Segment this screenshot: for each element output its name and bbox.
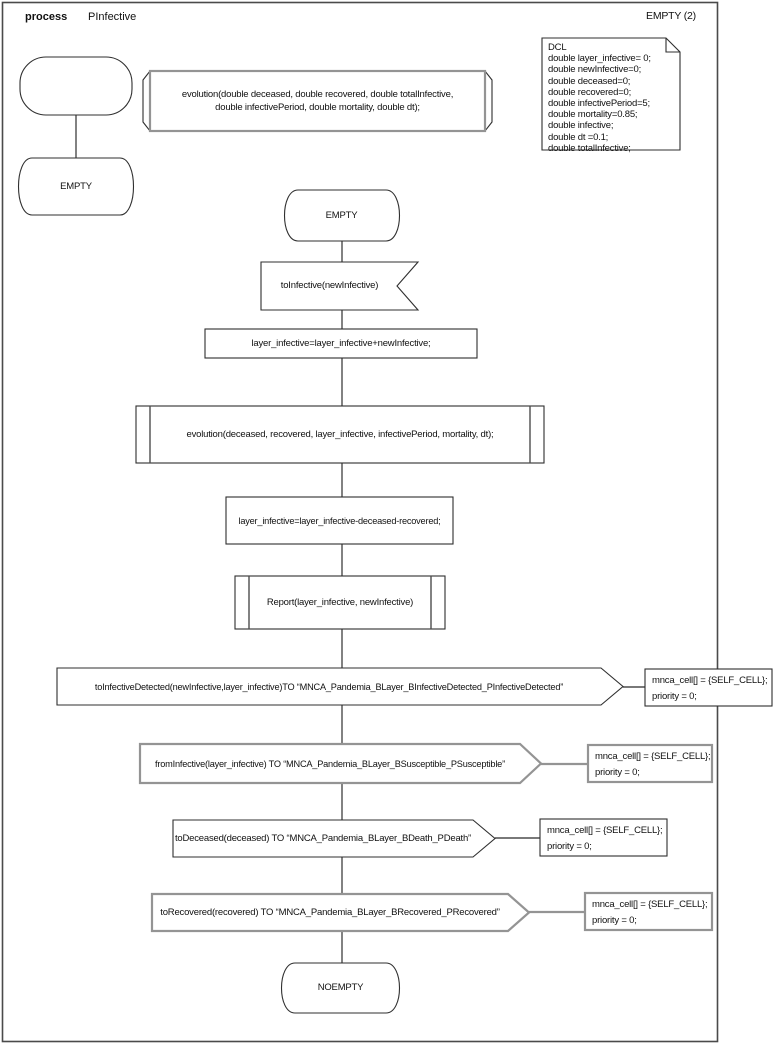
- dcl-line: double mortality=0.85;: [548, 109, 638, 121]
- annotation-1-box[interactable]: [644, 668, 773, 707]
- start-symbol[interactable]: [19, 56, 133, 116]
- state-empty-symbol[interactable]: [283, 189, 401, 242]
- dcl-line: double layer_infective= 0;: [548, 53, 651, 65]
- annotation-line: mnca_cell[] = {SELF_CELL};: [595, 751, 711, 762]
- state-empty-left-label: EMPTY: [60, 180, 92, 192]
- dcl-line: double deceased=0;: [548, 75, 631, 87]
- call-report-label: Report(layer_infective, newInfective): [266, 596, 414, 608]
- output-1-label: toInfectiveDetected(newInfective,layer_i…: [94, 681, 564, 692]
- dcl-box-fold-icon: [665, 38, 680, 53]
- annotation-1-text: mnca_cell[] = {SELF_CELL}; priority = 0;: [652, 673, 768, 704]
- annotation-line: priority = 0;: [592, 914, 637, 926]
- dcl-text: DCL double layer_infective= 0; double ne…: [548, 42, 651, 154]
- page-frame: [1, 1, 719, 1043]
- task1-symbol[interactable]: [204, 328, 478, 359]
- annotation-3-text: mnca_cell[] = {SELF_CELL}; priority = 0;: [547, 823, 663, 854]
- annotation-line: priority = 0;: [547, 840, 592, 852]
- state-noempty-symbol[interactable]: [280, 962, 401, 1014]
- input-toinfective-label: toInfective(newInfective): [280, 280, 379, 291]
- state-empty-label: EMPTY: [325, 209, 358, 221]
- procedure-signature-line2: double infectivePeriod, double mortality…: [215, 102, 420, 113]
- output-3-label: toDeceased(deceased) TO “MNCA_Pandemia_B…: [174, 832, 472, 844]
- call-evolution-label: evolution(deceased, recovered, layer_inf…: [186, 428, 494, 440]
- annotation-2-text: mnca_cell[] = {SELF_CELL}; priority = 0;: [595, 749, 711, 780]
- state-noempty-label: NOEMPTY: [317, 982, 364, 993]
- output-1-symbol[interactable]: [56, 667, 624, 706]
- procedure-signature-inner-rect: [148, 69, 487, 133]
- dcl-line: DCL: [548, 42, 567, 53]
- call-evolution-symbol[interactable]: [135, 405, 545, 464]
- procedure-signature-line1: evolution(double deceased, double recove…: [181, 89, 454, 100]
- annotation-4-box[interactable]: [583, 891, 714, 932]
- dcl-line: double dt =0.1;: [548, 131, 609, 143]
- annotation-line: priority = 0;: [652, 690, 697, 702]
- dcl-line: double totalInfective;: [548, 142, 631, 154]
- state-empty-left-symbol[interactable]: [17, 157, 135, 216]
- annotation-line: mnca_cell[] = {SELF_CELL};: [652, 675, 768, 686]
- task2-label: layer_infective=layer_infective-deceased…: [238, 515, 441, 526]
- process-kind-label: process: [25, 11, 68, 23]
- process-name: PInfective: [88, 11, 137, 23]
- annotation-2-box[interactable]: [586, 743, 714, 784]
- task2-symbol[interactable]: [225, 496, 454, 545]
- annotation-line: priority = 0;: [595, 766, 640, 778]
- annotation-4-text: mnca_cell[] = {SELF_CELL}; priority = 0;: [592, 897, 708, 928]
- output-4-label: toRecovered(recovered) TO “MNCA_Pandemia…: [160, 906, 500, 918]
- input-toinfective-symbol[interactable]: [260, 261, 420, 311]
- dcl-line: double newInfective=0;: [548, 64, 642, 76]
- output-3-symbol[interactable]: [172, 819, 496, 858]
- annotation-line: mnca_cell[] = {SELF_CELL};: [547, 825, 663, 836]
- procedure-signature-text: evolution(double deceased, double recove…: [150, 71, 485, 131]
- output-4-symbol[interactable]: [150, 892, 531, 933]
- call-report-symbol[interactable]: [234, 575, 446, 630]
- output-2-label: fromInfective(layer_infective) TO “MNCA_…: [155, 758, 505, 769]
- page-label: EMPTY (2): [646, 10, 696, 22]
- task1-label: layer_infective=layer_infective+newInfec…: [251, 337, 431, 349]
- output-2-symbol[interactable]: [138, 742, 543, 785]
- annotation-3-box[interactable]: [539, 818, 668, 857]
- dcl-line: double recovered=0;: [548, 86, 632, 98]
- dcl-line: double infectivePeriod=5;: [548, 98, 650, 110]
- dcl-box-symbol[interactable]: [541, 37, 681, 151]
- annotation-line: mnca_cell[] = {SELF_CELL};: [592, 899, 708, 910]
- dcl-line: double infective;: [548, 120, 614, 132]
